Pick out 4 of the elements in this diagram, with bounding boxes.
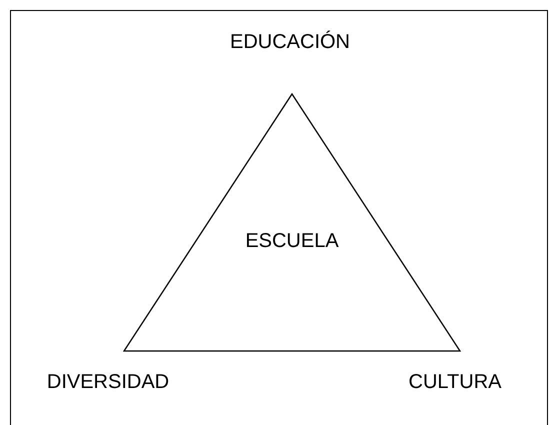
corner-label: DIVERSIDAD [46, 372, 170, 392]
node-label: ESCUELA [245, 230, 339, 251]
corner-label: EDUCACIÓN [230, 32, 350, 52]
corner-label: CULTURA [408, 372, 502, 392]
